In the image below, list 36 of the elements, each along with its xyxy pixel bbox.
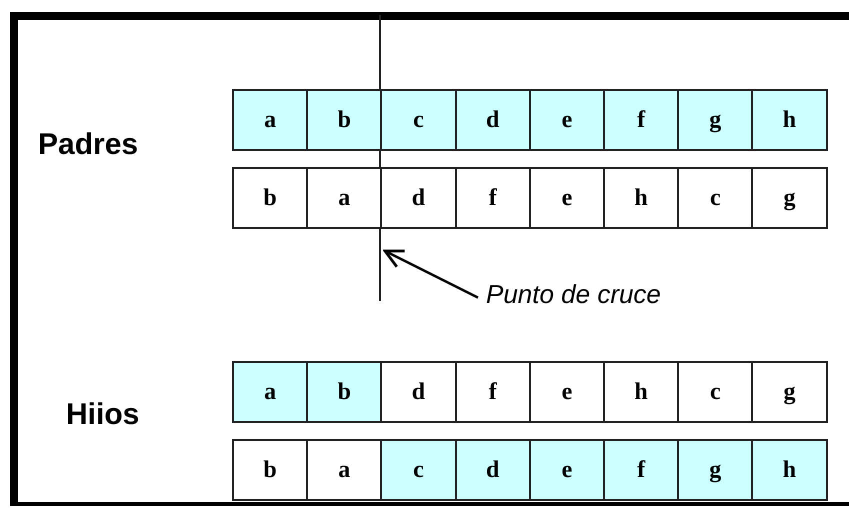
gene-cell: a [306, 439, 382, 501]
gene-cell: a [232, 361, 308, 423]
gene-cell: e [528, 89, 605, 151]
gene-cell: h [603, 167, 680, 229]
gene-cell: f [603, 89, 680, 151]
row-group-label: Padres [38, 128, 138, 162]
gene-cell: b [232, 439, 308, 501]
gene-cell: g [677, 439, 754, 501]
row-group-label: Hiios [66, 398, 140, 432]
gene-cell: e [528, 167, 605, 229]
gene-cell: g [677, 89, 754, 151]
gene-cell: g [751, 361, 828, 423]
gene-cell: f [603, 439, 680, 501]
gene-cell: e [528, 439, 605, 501]
gene-cell: e [528, 361, 605, 423]
gene-cell: d [454, 439, 531, 501]
gene-cell: d [380, 361, 457, 423]
gene-cell: a [306, 167, 382, 229]
gene-cell: d [380, 167, 457, 229]
gene-cell: g [751, 167, 828, 229]
gene-cell: h [751, 89, 828, 151]
callout-text: Punto de cruce [486, 279, 661, 310]
gene-cell: f [454, 167, 531, 229]
gene-cell: h [603, 361, 680, 423]
gene-cell: a [232, 89, 308, 151]
gene-cell: f [454, 361, 531, 423]
gene-cell: b [306, 361, 382, 423]
gene-cell: d [454, 89, 531, 151]
gene-cell: b [306, 89, 382, 151]
arrow [384, 250, 479, 299]
gene-cell: c [380, 439, 457, 501]
gene-cell: c [677, 167, 754, 229]
gene-cell: b [232, 167, 308, 229]
gene-cell: h [751, 439, 828, 501]
gene-cell: c [677, 361, 754, 423]
gene-cell: c [380, 89, 457, 151]
